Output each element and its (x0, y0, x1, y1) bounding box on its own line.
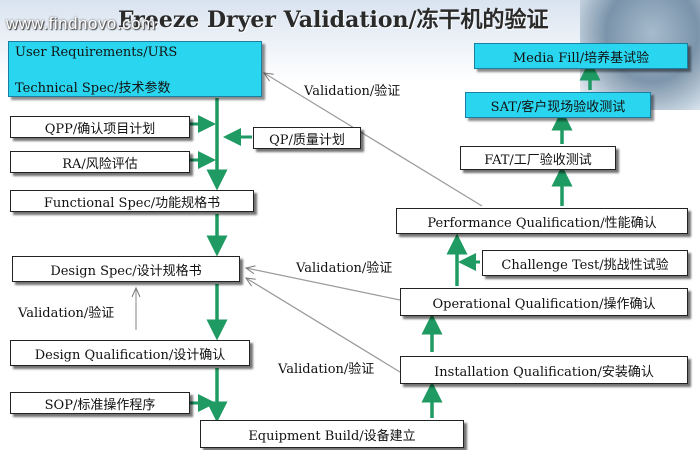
fat-box: FAT/工厂验收测试 (460, 146, 616, 170)
functional-spec-box: Functional Spec/功能规格书 (10, 190, 254, 212)
equipment-build-box: Equipment Build/设备建立 (200, 420, 464, 448)
sop-box: SOP/标准操作程序 (10, 392, 190, 414)
urs-label: User Requirements/URS (15, 45, 178, 60)
installation-qualification-box: Installation Qualification/安装确认 (400, 356, 688, 384)
urs-box: User Requirements/URS Technical Spec/技术参… (8, 41, 262, 97)
design-spec-box: Design Spec/设计规格书 (12, 256, 240, 282)
validation-line-top (264, 73, 483, 207)
qp-box: QP/质量计划 (253, 127, 361, 149)
performance-qualification-box: Performance Qualification/性能确认 (396, 208, 688, 234)
validation-line-oq (246, 268, 401, 301)
validation-label-left: Validation/验证 (18, 306, 115, 321)
validation-line-iq (246, 278, 401, 373)
media-fill-box: Media Fill/培养基试验 (474, 43, 688, 69)
validation-label-bottom: Validation/验证 (278, 362, 375, 377)
challenge-test-box: Challenge Test/挑战性试验 (482, 250, 688, 276)
design-qualification-box: Design Qualification/设计确认 (10, 340, 250, 366)
ra-box: RA/风险评估 (10, 151, 190, 173)
technical-spec-label: Technical Spec/技术参数 (15, 81, 171, 96)
validation-label-top: Validation/验证 (304, 84, 401, 99)
watermark: www.findnovo.com (6, 14, 156, 33)
validation-label-middle: Validation/验证 (296, 261, 393, 276)
qpp-box: QPP/确认项目计划 (10, 116, 190, 138)
operational-qualification-box: Operational Qualification/操作确认 (400, 288, 688, 316)
diagram-title: Freeze Dryer Validation/冻干机的验证 (118, 7, 549, 33)
sat-box: SAT/客户现场验收测试 (465, 92, 651, 118)
